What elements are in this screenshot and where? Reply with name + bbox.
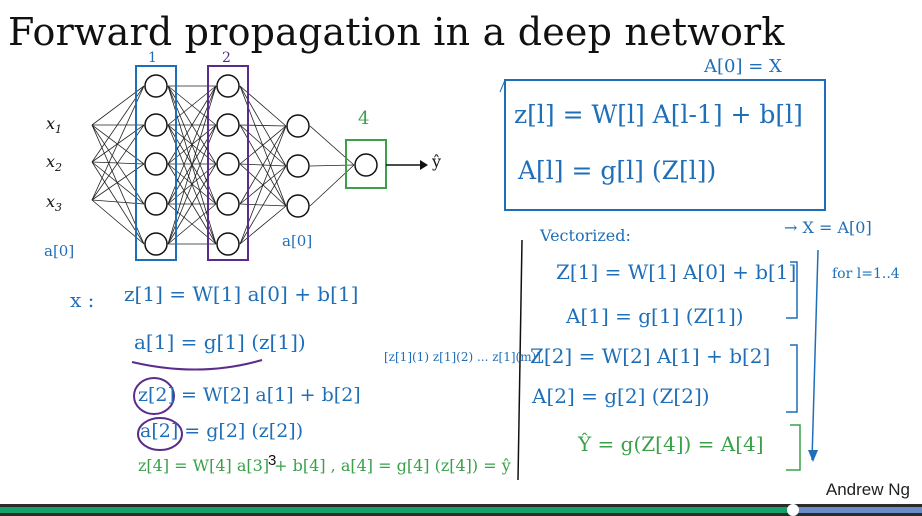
eq-z1: z[1] = W[1] a[0] + b[1] bbox=[124, 282, 359, 306]
matrix-note: [z[1](1) z[1](2) ... z[1](m)] bbox=[384, 350, 541, 364]
author-name: Andrew Ng bbox=[825, 480, 910, 499]
vec-eq-z1: Z[1] = W[1] A[0] + b[1] bbox=[556, 260, 797, 284]
vec-eq-a1: A[1] = g[1] (Z[1]) bbox=[566, 304, 744, 328]
network-node bbox=[144, 113, 168, 137]
network-node bbox=[286, 114, 310, 138]
network-node bbox=[354, 153, 378, 177]
vec-eq-a2: A[2] = g[2] (Z[2]) bbox=[532, 384, 710, 408]
network-node bbox=[286, 154, 310, 178]
layer-label-1: 1 bbox=[148, 50, 157, 66]
network-edge bbox=[239, 124, 287, 127]
network-edge bbox=[239, 125, 287, 165]
vec-eq-z2: Z[2] = W[2] A[1] + b[2] bbox=[530, 344, 771, 368]
network-node bbox=[216, 152, 240, 176]
network-node bbox=[144, 192, 168, 216]
input-annotation: a[0] bbox=[44, 242, 75, 260]
layer-1-box bbox=[135, 65, 177, 261]
network-node bbox=[216, 74, 240, 98]
network-node bbox=[286, 194, 310, 218]
network-edge bbox=[309, 164, 355, 207]
network-node bbox=[144, 232, 168, 256]
network-edge bbox=[309, 125, 355, 166]
slide-title: Forward propagation in a deep network bbox=[8, 10, 785, 54]
network-edge bbox=[239, 165, 287, 245]
network-node bbox=[216, 192, 240, 216]
vectorized-label: Vectorized: bbox=[540, 226, 631, 245]
network-edge bbox=[239, 85, 287, 127]
for-loop-label: for l=1..4 bbox=[832, 266, 900, 282]
boxed-eq-z: z[l] = W[l] A[l-1] + b[l] bbox=[514, 100, 803, 129]
input-x3: x3 bbox=[46, 192, 63, 215]
network-nodes bbox=[144, 74, 378, 256]
network-edge bbox=[239, 205, 287, 245]
progress-scrubber-handle[interactable] bbox=[787, 504, 799, 516]
layer-4-box bbox=[345, 139, 387, 189]
divider-line bbox=[517, 239, 523, 481]
x-equals-a0: → X = A[0] bbox=[784, 218, 872, 237]
video-progress-bar[interactable] bbox=[0, 504, 922, 516]
network-node bbox=[144, 74, 168, 98]
layer-2-box bbox=[207, 65, 249, 261]
x-colon: x : bbox=[70, 288, 95, 312]
network-node bbox=[144, 152, 168, 176]
page-number: 3 bbox=[268, 452, 277, 469]
eq-a1: a[1] = g[1] (z[1]) bbox=[134, 330, 306, 354]
input-x2: x2 bbox=[46, 152, 63, 175]
loop-arrow bbox=[811, 249, 819, 461]
vec-eq-yhat: Ŷ = g(Z[4]) = A[4] bbox=[578, 432, 764, 456]
network-node bbox=[216, 113, 240, 137]
network-edge bbox=[309, 164, 355, 167]
layer-label-4: 4 bbox=[358, 108, 370, 129]
network-node bbox=[216, 232, 240, 256]
layer-annotation: a[0] bbox=[282, 232, 313, 250]
a0-equals-x: A[0] = X bbox=[704, 56, 782, 77]
eq-z2: z[2] = W[2] a[1] + b[2] bbox=[138, 384, 361, 406]
output-yhat: ŷ bbox=[432, 152, 442, 171]
network-edge bbox=[239, 125, 287, 245]
progress-remaining bbox=[793, 507, 922, 513]
progress-fill bbox=[0, 507, 793, 513]
boxed-eq-a: A[l] = g[l] (Z[l]) bbox=[518, 156, 717, 185]
eq-a2: a[2] = g[2] (z[2]) bbox=[140, 420, 304, 442]
eq-z4: z[4] = W[4] a[3] + b[4] , a[4] = g[4] (z… bbox=[138, 456, 511, 475]
input-x1: x1 bbox=[46, 114, 63, 137]
layer-label-2: 2 bbox=[222, 50, 231, 66]
